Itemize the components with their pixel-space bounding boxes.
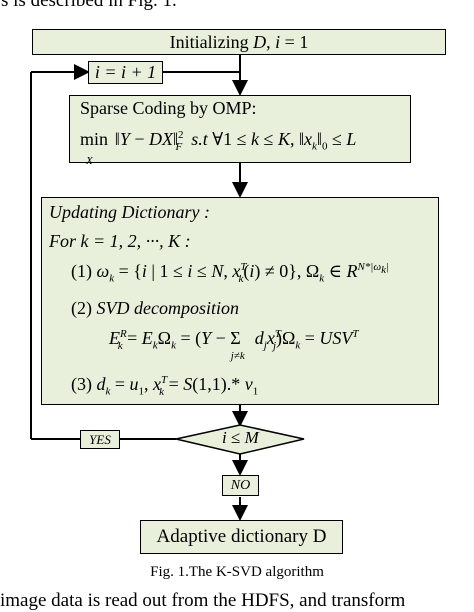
update-dictionary-box: Updating Dictionary : For k = 1, 2, ···,… [41, 197, 439, 405]
no-label: NO [230, 477, 251, 493]
step1-line: (1) ωk = {i | 1 ≤ i ≤ N, xTk(i) ≠ 0}, Ωk… [71, 261, 390, 285]
update-title: Updating Dictionary : [49, 202, 210, 222]
increment-box: i = i + 1 [88, 61, 163, 84]
initialize-label: Initializing D, i = 1 [169, 31, 309, 52]
output-box: Adaptive dictionary D [140, 520, 343, 554]
following-text: image data is read out from the HDFS, an… [0, 590, 406, 611]
step2-title: (2) SVD decomposition [71, 298, 239, 318]
no-label-box: NO [222, 475, 259, 496]
figure-caption: Fig. 1.The K-SVD algorithm [150, 564, 324, 580]
loop-line: For k = 1, 2, ···, K : [49, 231, 191, 251]
step2-formula: ERk = EkΩk = (Y − Σj≠kdjxTj)Ωk = USVT [109, 328, 359, 362]
omp-box: Sparse Coding by OMP: minX‖Y − DX‖2F s.t… [69, 95, 411, 167]
decision-diamond [175, 424, 305, 455]
decision-label: i ≤ M [222, 428, 259, 447]
output-label: Adaptive dictionary D [156, 526, 327, 547]
omp-formula: minX‖Y − DX‖2F s.t ∀1 ≤ k ≤ K, ‖xk‖0 ≤ L [80, 129, 357, 167]
yes-label: YES [89, 431, 111, 447]
step3-line: (3) dk = u1, xTk = S(1,1).* v1 [71, 374, 259, 398]
preceding-text: s is described in Fig. 1. [1, 0, 177, 11]
yes-label-box: YES [80, 430, 120, 449]
omp-title: Sparse Coding by OMP: [80, 98, 257, 118]
initialize-box: Initializing D, i = 1 [32, 29, 446, 55]
increment-label: i = i + 1 [94, 62, 157, 82]
